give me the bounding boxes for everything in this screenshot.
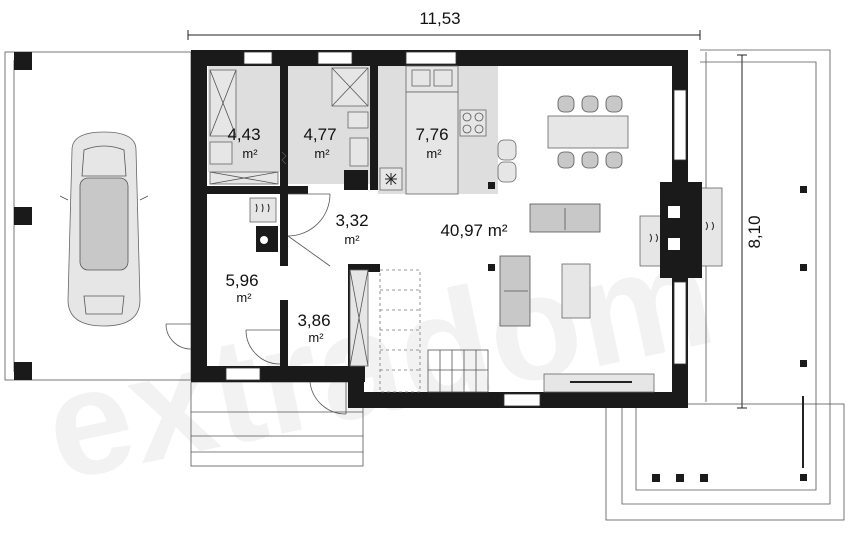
- kitchen-unit: m²: [426, 146, 442, 161]
- room-labels: 4,43 m² 4,77 m² 7,76 m² 3,32 m² 40,97 m²…: [225, 125, 507, 345]
- kitchen-area: 7,76: [415, 125, 448, 144]
- boiler-fittings: [249, 197, 278, 252]
- car-icon: [59, 131, 149, 327]
- living-area: 40,97 m²: [440, 221, 507, 240]
- windows: [225, 51, 687, 407]
- doors: [165, 193, 347, 415]
- living-furniture: [488, 182, 655, 393]
- carport: [4, 51, 192, 381]
- fireplace-icon: [639, 182, 723, 278]
- plan-drawing: extradom: [4, 9, 845, 521]
- laundry-area: 4,43: [227, 125, 260, 144]
- staircase: [349, 269, 489, 393]
- depth-dimension-label: 8,10: [745, 215, 764, 248]
- kitchen-fittings: [344, 65, 517, 195]
- vestibule-unit: m²: [308, 330, 324, 345]
- entrance-steps: [190, 381, 364, 467]
- bathroom-unit: m²: [314, 146, 330, 161]
- bathroom-area: 4,77: [303, 125, 336, 144]
- boiler-unit: m²: [236, 290, 252, 305]
- hall-area: 3,32: [335, 211, 368, 230]
- laundry-fittings: [209, 69, 279, 185]
- boiler-area: 5,96: [225, 271, 258, 290]
- dining-table: [547, 95, 629, 169]
- vestibule-area: 3,86: [297, 311, 330, 330]
- interior-walls: [207, 50, 380, 382]
- depth-dimension-line: [737, 54, 747, 409]
- width-dimension-label: 11,53: [419, 9, 460, 28]
- hall-unit: m²: [344, 232, 360, 247]
- bathroom-fittings: [281, 67, 369, 167]
- width-dimension-line: [187, 30, 701, 40]
- laundry-unit: m²: [242, 146, 258, 161]
